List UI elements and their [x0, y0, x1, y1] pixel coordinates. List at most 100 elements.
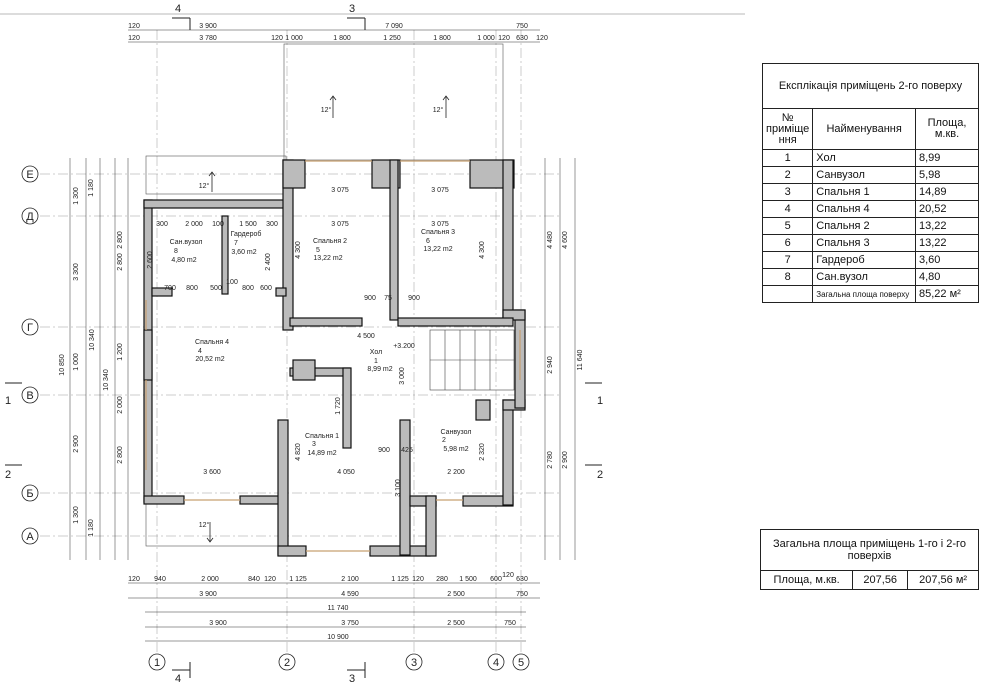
section-mark: 4 [175, 673, 181, 685]
level-mark: +3.200 [393, 343, 415, 350]
dim-text: 2 600 [147, 251, 154, 269]
room-name: Гардероб [812, 251, 916, 269]
dim-text: 2 000 [185, 221, 203, 228]
room-area: 14,89 [915, 183, 979, 201]
dim-text: 1 180 [88, 179, 95, 197]
room-area: 5,98 m2 [443, 446, 468, 453]
dim-text: 1 300 [73, 187, 80, 205]
dim-text: 120 [536, 35, 548, 42]
axis-row-label: Г [27, 322, 33, 334]
dim-text: 900 [378, 447, 390, 454]
dim-text: 1 200 [117, 343, 124, 361]
room-no: 1 [761, 149, 814, 167]
total-area-value-2: 207,56 м² [907, 570, 979, 590]
dim-text: 7 090 [385, 23, 403, 30]
dim-text: 3 100 [395, 479, 402, 497]
dim-text: 2 500 [447, 591, 465, 598]
room-area: 13,22 m2 [313, 255, 342, 262]
dim-text: 900 [364, 295, 376, 302]
room-area: 5,98 [915, 166, 979, 184]
dim-text: 2 940 [547, 356, 554, 374]
room-area: 4,80 [915, 268, 979, 286]
room-no: 4 [761, 200, 814, 218]
dim-text: 600 [490, 576, 502, 583]
dim-text: 4 590 [341, 591, 359, 598]
room-name: Спальня 2 [313, 238, 347, 245]
dim-text: 600 [260, 285, 272, 292]
axis-row-label: В [26, 390, 33, 402]
dim-text: 3 900 [199, 23, 217, 30]
room-name: Спальня 3 [421, 229, 455, 236]
dim-text: 750 [516, 591, 528, 598]
axis-row-label: Б [26, 488, 33, 500]
room-no: 8 [761, 268, 814, 286]
slope-mark: 12° [433, 106, 444, 114]
room-area: 13,22 [915, 234, 979, 252]
dim-text: 100 [212, 221, 224, 228]
room-name: Спальня 2 [812, 217, 916, 235]
room-name: Спальня 4 [195, 339, 229, 346]
room-no: 6 [761, 234, 814, 252]
dim-text: 3 075 [331, 221, 349, 228]
section-mark: 4 [175, 3, 181, 15]
room-name: Спальня 3 [812, 234, 916, 252]
dim-text: 2 800 [117, 253, 124, 271]
dim-text: 3 075 [431, 221, 449, 228]
dim-text: 750 [504, 620, 516, 627]
total-area-label: Площа, м.кв. [759, 570, 854, 590]
dim-text: 2 900 [73, 435, 80, 453]
dim-text: 1 000 [285, 35, 303, 42]
dim-text: 1 300 [73, 506, 80, 524]
dim-text: 1 250 [383, 35, 401, 42]
dim-text: 100 [226, 279, 238, 286]
room-name: Гардероб [231, 230, 262, 238]
room-area: 20,52 m2 [195, 356, 224, 363]
total-area-value-1: 207,56 [852, 570, 909, 590]
dim-text: 700 [164, 285, 176, 292]
section-mark: 3 [349, 3, 355, 15]
room-no: 5 [761, 217, 814, 235]
room-no: 7 [761, 251, 814, 269]
room-area: 13,22 m2 [423, 246, 452, 253]
dim-text: 4 300 [295, 241, 302, 259]
room-area: 13,22 [915, 217, 979, 235]
dim-text: 3 900 [209, 620, 227, 627]
room-name: Санвузол [812, 166, 916, 184]
dim-text: 500 [210, 285, 222, 292]
dim-text: 120 [128, 576, 140, 583]
dim-text: 3 900 [199, 591, 217, 598]
dim-text: 940 [154, 576, 166, 583]
dim-text: 120 [412, 576, 424, 583]
section-mark: 2 [5, 469, 11, 481]
room-area: 3,60 m2 [231, 249, 256, 256]
dim-text: 3 750 [341, 620, 359, 627]
dim-text: 2 000 [201, 576, 219, 583]
col-number-header: № приміще ння [761, 108, 814, 150]
axis-col-label: 5 [518, 657, 524, 669]
room-area: 8,99 [915, 149, 979, 167]
room-number: 5 [316, 247, 320, 254]
room-name: Спальня 4 [812, 200, 916, 218]
dim-text: 4 820 [295, 443, 302, 461]
dim-text: 120 [498, 35, 510, 42]
col-area-header: Площа, м.кв. [915, 108, 979, 150]
dim-text: 800 [186, 285, 198, 292]
section-mark: 3 [349, 673, 355, 685]
room-name: Сан.вузол [812, 268, 916, 286]
axis-col-label: 3 [411, 657, 417, 669]
dim-text: 2 780 [547, 451, 554, 469]
room-number: 2 [442, 437, 446, 444]
dim-text: 120 [502, 572, 514, 579]
room-area: 14,89 m2 [307, 450, 336, 457]
total-value: 85,22 м² [915, 285, 979, 303]
room-number: 3 [312, 441, 316, 448]
dim-text: 1 000 [477, 35, 495, 42]
dim-text: 425 [401, 447, 413, 454]
axis-col-label: 4 [493, 657, 499, 669]
